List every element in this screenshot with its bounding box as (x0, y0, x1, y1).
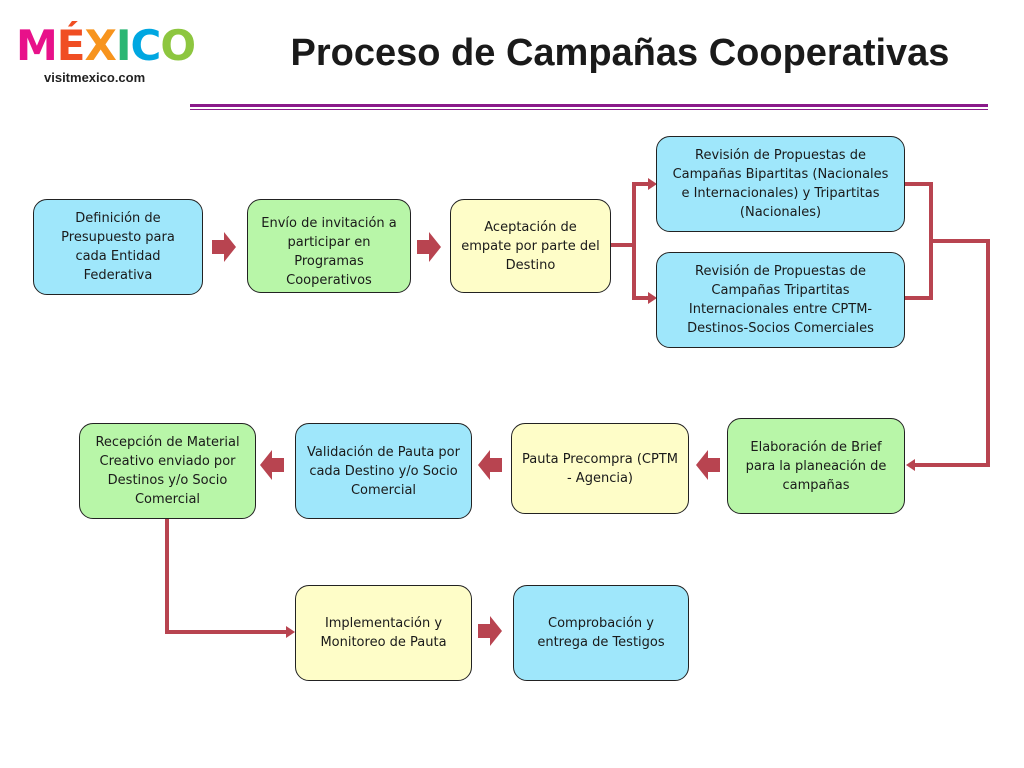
step-revision-tripartitas: Revisión de Propuestas de Campañas Tripa… (656, 252, 905, 348)
logo-letter: M (16, 21, 58, 70)
connector-line (632, 245, 648, 300)
logo-letter: É (56, 21, 86, 70)
connector-line (610, 182, 648, 247)
logo-letter: X (84, 21, 117, 70)
block-arrow-right (478, 616, 502, 646)
mexico-logo: MÉXICO visitmexico.com (16, 21, 196, 92)
block-arrow-right (417, 232, 441, 262)
logo-letter: I (115, 21, 132, 70)
block-arrow-left (696, 450, 720, 480)
connector-line (904, 182, 933, 300)
step-implementacion-monitoreo: Implementación y Monitoreo de Pauta (295, 585, 472, 681)
step-definicion-presupuesto: Definición de Presupuesto para cada Enti… (33, 199, 203, 295)
step-envio-invitacion: Envío de invitación a participar en Prog… (247, 199, 411, 293)
step-elaboracion-brief: Elaboración de Brief para la planeación … (727, 418, 905, 514)
logo-wordmark: MÉXICO (16, 21, 196, 70)
step-pauta-precompra: Pauta Precompra (CPTM - Agencia) (511, 423, 689, 514)
connector-arrowhead (648, 178, 657, 190)
step-revision-bipartitas: Revisión de Propuestas de Campañas Bipar… (656, 136, 905, 232)
step-validacion-pauta: Validación de Pauta por cada Destino y/o… (295, 423, 472, 519)
block-arrow-left (478, 450, 502, 480)
step-comprobacion-testigos: Comprobación y entrega de Testigos (513, 585, 689, 681)
title-underline-thin (190, 109, 988, 110)
block-arrow-left (260, 450, 284, 480)
connector-arrowhead (286, 626, 295, 638)
page-title: Proceso de Campañas Cooperativas (290, 32, 950, 74)
step-recepcion-material: Recepción de Material Creativo enviado p… (79, 423, 256, 519)
connector-arrowhead (648, 292, 657, 304)
logo-letter: C (130, 21, 162, 70)
logo-letter: O (160, 21, 196, 70)
title-underline (190, 104, 988, 107)
connector-line (915, 239, 990, 467)
block-arrow-right (212, 232, 236, 262)
connector-line (165, 518, 286, 634)
step-aceptacion-empate: Aceptación de empate por parte del Desti… (450, 199, 611, 293)
connector-arrowhead (906, 459, 915, 471)
logo-url: visitmexico.com (44, 70, 146, 85)
